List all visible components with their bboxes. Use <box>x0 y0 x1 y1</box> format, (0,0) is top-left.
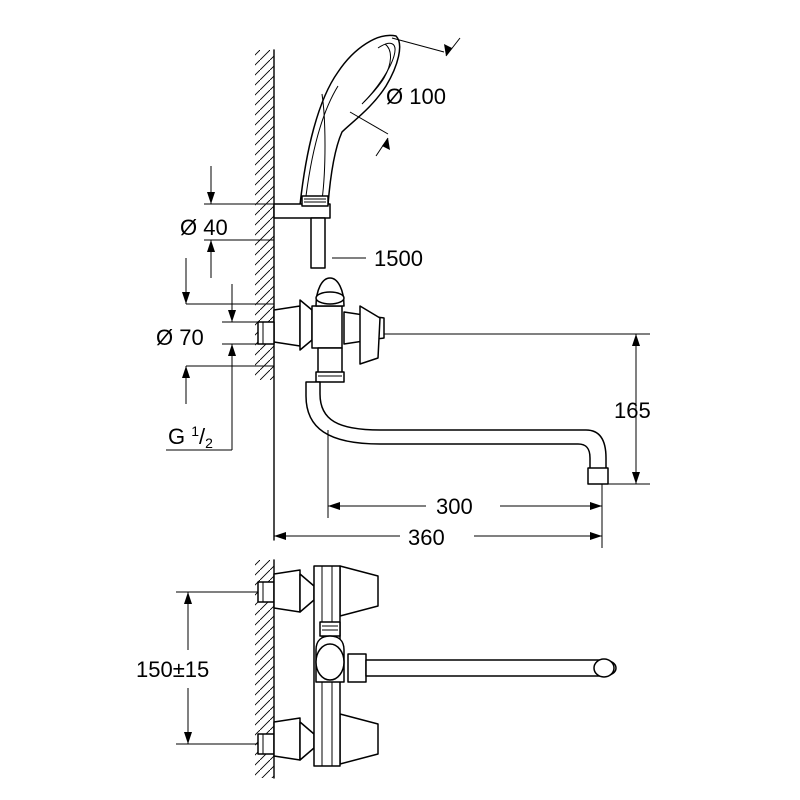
hand-shower <box>299 34 401 206</box>
dim-rosette-diameter: Ø 70 <box>156 258 274 404</box>
label-hose-length: 1500 <box>374 246 423 271</box>
side-view: Ø 100 Ø 40 1500 Ø 70 <box>156 34 651 550</box>
label-holder-diameter: Ø 40 <box>180 215 228 240</box>
wall-side-view <box>255 49 275 541</box>
label-spout-height: 165 <box>614 398 651 423</box>
bottom-view: 150±15 <box>136 559 617 779</box>
dim-spout-height: 165 <box>384 333 651 485</box>
label-rosette-diameter: Ø 70 <box>156 325 204 350</box>
label-spout-reach: 300 <box>436 494 473 519</box>
upper-valve <box>257 565 379 617</box>
label-inlet-centres: 150±15 <box>136 657 209 682</box>
spout-bottom <box>365 658 617 678</box>
dim-inlet-centres: 150±15 <box>136 591 258 745</box>
label-shower-head-diameter: Ø 100 <box>386 84 446 109</box>
label-thread: G 1/2 <box>168 423 213 451</box>
dim-overall-depth: 360 <box>274 525 602 550</box>
dim-spout-reach: 300 <box>327 430 603 548</box>
mixer-body-bottom <box>313 565 367 767</box>
label-overall-depth: 360 <box>408 525 445 550</box>
dim-thread: G 1/2 <box>166 284 258 451</box>
spout-side <box>305 381 609 485</box>
dim-hose-length: 1500 <box>332 246 423 271</box>
dim-shower-head-diameter: Ø 100 <box>349 37 461 157</box>
dim-holder-diameter: Ø 40 <box>180 166 274 278</box>
lower-valve <box>257 713 379 765</box>
mixer-body-side <box>257 277 385 383</box>
shower-holder <box>273 195 331 269</box>
